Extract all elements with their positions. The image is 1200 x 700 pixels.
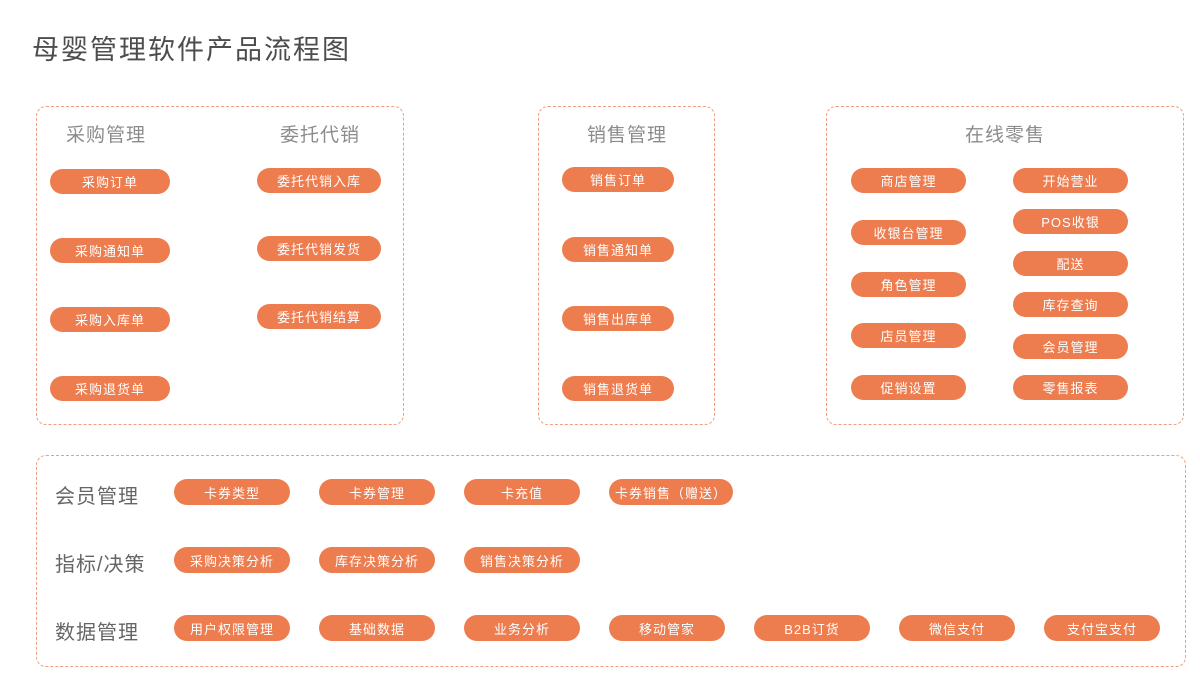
flow-node-pill: 商店管理	[851, 168, 966, 193]
section-header-purchase: 采购管理	[65, 125, 146, 146]
group-box-purchase-consignment	[36, 106, 404, 425]
flow-node-pill: 配送	[1013, 250, 1128, 276]
metrics-decision-pill-row: 采购决策分析 库存决策分析 销售决策分析	[174, 547, 580, 573]
consignment-pill-column: 委托代销入库委托代销发货委托代销结算	[257, 168, 381, 329]
purchase-pill-column: 采购订单采购通知单采购入库单采购退货单	[50, 169, 170, 401]
flow-node-pill: 移动管家	[609, 615, 725, 641]
row-label-metrics-decision: 指标/决策	[55, 554, 146, 576]
flow-node-pill: 卡券类型	[174, 479, 290, 505]
flow-node-pill: 委托代销结算	[257, 304, 381, 329]
flow-node-pill: 采购决策分析	[174, 547, 290, 573]
flow-node-pill: B2B订货	[754, 615, 870, 641]
flow-node-pill: 销售通知单	[562, 236, 674, 262]
flow-node-pill: 销售订单	[562, 167, 674, 192]
flow-node-pill: 业务分析	[464, 615, 580, 641]
page-title: 母婴管理软件产品流程图	[32, 35, 351, 65]
row-label-data-management: 数据管理	[55, 622, 139, 644]
flow-node-pill: 库存决策分析	[319, 547, 435, 573]
group-box-sales	[538, 106, 715, 425]
row-label-member-management: 会员管理	[55, 486, 139, 508]
flow-node-pill: 开始营业	[1013, 168, 1128, 193]
flow-node-pill: 会员管理	[1013, 333, 1128, 359]
flow-node-pill: 采购订单	[50, 169, 170, 194]
flow-node-pill: 采购入库单	[50, 307, 170, 332]
online-retail-right-pill-column: 开始营业 POS收银配送库存查询会员管理零售报表	[1013, 168, 1128, 400]
flow-node-pill: 微信支付	[899, 615, 1015, 641]
flow-node-pill: 销售决策分析	[464, 547, 580, 573]
section-header-consignment: 委托代销	[279, 125, 360, 146]
flow-node-pill: 基础数据	[319, 615, 435, 641]
flow-node-pill: 卡充值	[464, 479, 580, 505]
flow-node-pill: 促销设置	[851, 375, 966, 400]
group-box-online-retail	[826, 106, 1184, 425]
flow-node-pill: 委托代销发货	[257, 236, 381, 261]
flow-node-pill: 采购通知单	[50, 238, 170, 263]
sales-pill-column: 销售订单销售通知单销售出库单销售退货单	[562, 167, 674, 401]
flow-node-pill: 卡券管理	[319, 479, 435, 505]
flow-node-pill: 用户权限管理	[174, 615, 290, 641]
flow-node-pill: 零售报表	[1013, 374, 1128, 400]
flow-node-pill: 收银台管理	[851, 219, 966, 245]
group-box-bottom	[36, 455, 1186, 667]
flow-node-pill: 角色管理	[851, 271, 966, 297]
flow-node-pill: POS收银	[1013, 209, 1128, 235]
flow-node-pill: 销售退货单	[562, 375, 674, 401]
flow-node-pill: 委托代销入库	[257, 168, 381, 193]
data-management-pill-row: 用户权限管理 基础数据 业务分析 移动管家 B2B订货 微信支付 支付宝支付	[174, 615, 1160, 641]
flow-node-pill: 店员管理	[851, 323, 966, 349]
section-header-sales: 销售管理	[586, 125, 667, 146]
section-header-online-retail: 在线零售	[964, 125, 1045, 146]
flow-node-pill: 卡券销售（赠送）	[609, 479, 734, 505]
online-retail-left-pill-column: 商店管理收银台管理角色管理店员管理促销设置	[851, 168, 966, 400]
flow-node-pill: 采购退货单	[50, 376, 170, 401]
flow-node-pill: 销售出库单	[562, 306, 674, 332]
member-management-pill-row: 卡券类型 卡券管理 卡充值 卡券销售（赠送）	[174, 479, 734, 505]
flow-node-pill: 库存查询	[1013, 292, 1128, 318]
flow-node-pill: 支付宝支付	[1044, 615, 1160, 641]
